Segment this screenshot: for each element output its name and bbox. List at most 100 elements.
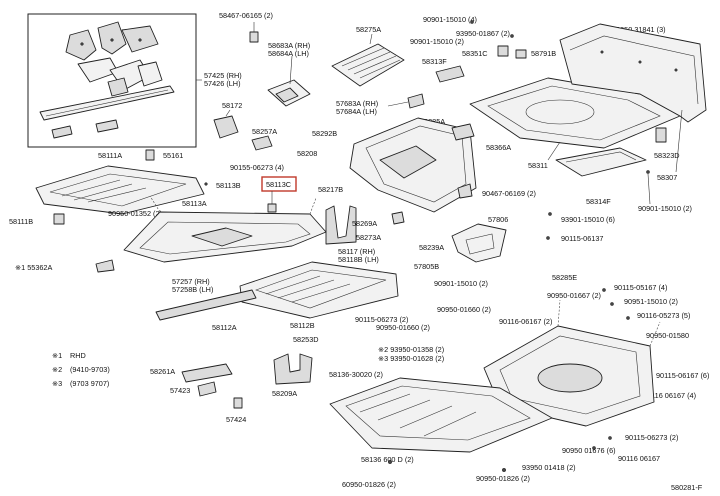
label-58136-30020: 58136-30020 (2) — [329, 370, 383, 379]
label-90951-15010: 90951-15010 (2) — [624, 297, 678, 306]
label-58273a: 58273A — [356, 233, 381, 242]
center-floor-58208 — [349, 117, 477, 213]
label-90901-2a: 90901-15010 (2) — [410, 37, 464, 46]
plug-55362a — [95, 259, 115, 273]
label-58683a: 58683A (RH) — [268, 41, 310, 50]
label-57425: 57425 (RH) — [204, 71, 242, 80]
label-90950-01667: 90950-01667 (2) — [547, 291, 601, 300]
label-58136-600d: 58136 600 D (2) — [361, 455, 414, 464]
panel-58314f — [555, 147, 647, 177]
bracket-58209a — [273, 353, 313, 385]
bracket-58683a — [267, 55, 311, 107]
panel-58313f — [435, 65, 465, 83]
rail-57257 — [155, 289, 257, 321]
label-58111b: 58111B — [9, 217, 33, 226]
label-90155-06273: 90155-06273 (4) — [230, 163, 284, 172]
label-58285e: 58285E — [552, 273, 577, 282]
label-93950-01628: ※3 93950-01628 (2) — [378, 354, 444, 363]
underbody-panel — [329, 377, 553, 453]
legend-3-text: (9703 9707) — [70, 379, 109, 388]
label-58239a: 58239A — [419, 243, 444, 252]
label-58313f: 58313F — [422, 57, 447, 66]
label-55362a: ※1 55362A — [15, 263, 52, 272]
label-58307: 58307 — [657, 173, 677, 182]
label-90115-06137: 90115-06137 — [561, 234, 603, 243]
label-58257a: 58257A — [252, 127, 277, 136]
front-floor-58111a — [35, 165, 205, 215]
clip-57424 — [233, 397, 243, 409]
inset-frame — [27, 13, 197, 148]
label-58791b: 58791B — [531, 49, 556, 58]
label-57684a: 57684A (LH) — [336, 107, 377, 116]
label-90950-01352: 90950-01352 (2) — [108, 209, 162, 218]
bracket-58323d — [655, 127, 667, 143]
label-93950-01418: 93950 01418 (2) — [522, 463, 576, 472]
label-57683a: 57683A (RH) — [336, 99, 378, 108]
bracket-58172 — [213, 109, 239, 139]
label-58113a: 58113A — [182, 199, 207, 208]
legend-1-text: RHD — [70, 351, 86, 360]
label-58112a: 58112A — [212, 323, 237, 332]
label-58323d: 58323D — [654, 151, 680, 160]
inset-detail — [27, 13, 197, 148]
label-57424: 57424 — [226, 415, 246, 424]
label-58209a: 58209A — [272, 389, 297, 398]
clip-58269a — [391, 211, 405, 225]
bracket-58257a — [251, 135, 273, 151]
label-58351c: 58351C — [462, 49, 488, 58]
rear-floor-58112a — [239, 261, 399, 319]
bracket-58351c — [497, 45, 509, 57]
label-57258b: 57258B (LH) — [172, 285, 213, 294]
label-58314f: 58314F — [586, 197, 611, 206]
label-58113b: 58113B — [216, 181, 241, 190]
label-90950-01580: 90950-01580 — [646, 331, 689, 340]
legend-1-mark: ※1 — [52, 351, 62, 360]
highlight-box-58113c[interactable] — [261, 176, 297, 192]
label-90950-01676: 90950 01676 (6) — [562, 446, 616, 455]
mat-58275a — [331, 33, 405, 87]
label-90115-05167: 90115-05167 (4) — [614, 283, 667, 292]
label-57423: 57423 — [170, 386, 190, 395]
label-93901-15010: 93901-15010 (6) — [561, 215, 615, 224]
label-58275a: 58275A — [356, 25, 381, 34]
label-90116-06167a: 90116-06167 (2) — [499, 317, 552, 326]
diagram-code: 580281-F — [671, 483, 703, 492]
label-90116-05273: 90116-05273 (5) — [637, 311, 690, 320]
label-90901-2b: 90901-15010 (2) — [638, 204, 692, 213]
legend-3-mark: ※3 — [52, 379, 62, 388]
bracket-58791b — [515, 49, 527, 59]
label-57426: 57426 (LH) — [204, 79, 241, 88]
plug-55161 — [145, 149, 155, 161]
label-90950-01826: 90950-01826 (2) — [476, 474, 530, 483]
label-57805b: 57805B — [414, 262, 439, 271]
label-58117: 58117 (RH) — [338, 247, 375, 256]
rear-panel-58307 — [559, 23, 707, 123]
clip-58467 — [249, 22, 259, 43]
label-90950-31841: 90950 31841 (3) — [612, 25, 666, 34]
label-90950-01660b: 90950-01660 (2) — [376, 323, 430, 332]
label-90950-01660a: 90950-01660 (2) — [437, 305, 491, 314]
label-58261a: 58261A — [150, 367, 175, 376]
label-58467: 58467-06165 (2) — [219, 11, 273, 20]
bracket-57806 — [451, 223, 507, 263]
label-58118b: 58118B (LH) — [338, 255, 379, 264]
label-58172: 58172 — [222, 101, 242, 110]
label-58253d: 58253D — [293, 335, 319, 344]
label-58208: 58208 — [297, 149, 317, 158]
label-93950-01867: 93950-01867 (2) — [456, 29, 510, 38]
label-90467-06169: 90467-06169 (2) — [482, 189, 536, 198]
bracket-58261a — [181, 363, 233, 383]
label-57806: 57806 — [488, 215, 508, 224]
label-58112b: 58112B — [290, 321, 315, 330]
label-57257: 57257 (RH) — [172, 277, 210, 286]
bracket-58113c — [267, 203, 277, 213]
label-58111a: 58111A — [98, 151, 122, 160]
bracket-57683a — [407, 93, 425, 109]
label-90901-4: 90901-15010 (4) — [423, 15, 477, 24]
label-60950-01826: 60950-01826 (2) — [342, 480, 396, 489]
label-55161: 55161 — [163, 151, 183, 160]
label-58217b: 58217B — [318, 185, 343, 194]
label-90115-06273b: 90115-06273 (2) — [625, 433, 678, 442]
label-90116-06167b: 90116 06167 (4) — [643, 391, 696, 400]
